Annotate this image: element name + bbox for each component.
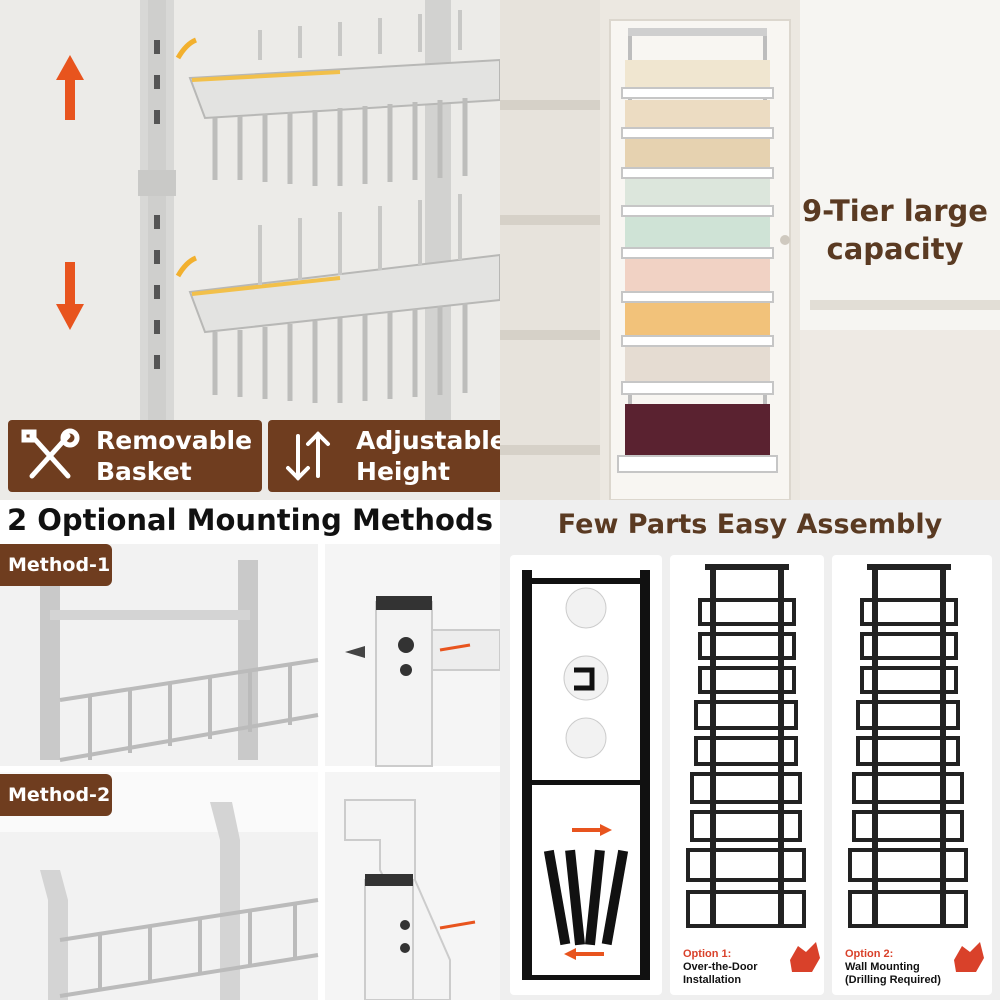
hook-arrow-upper-icon [175,37,198,60]
option-2-line1: Wall Mounting [845,961,920,973]
adjust-down-arrow-icon [56,262,84,330]
tools-icon [21,428,80,479]
capacity-caption: 9-Tier large capacity [800,192,990,268]
adjustable-line2: Height [356,457,451,486]
easy-assembly-title: Few Parts Easy Assembly [500,500,1000,550]
method-1-tag: Method-1 [0,544,112,586]
method-2-tag: Method-2 [0,774,112,816]
capacity-line1: 9-Tier large [802,194,988,228]
adjustable-baskets-panel: Removable Basket Adjustable Height [0,0,500,500]
capacity-line2: capacity [826,232,964,266]
adjustable-height-badge: Adjustable Height [268,420,500,492]
pantry-door-panel: 9-Tier large capacity [500,0,1000,500]
option-2-caption: Option 2: Wall Mounting (Drilling Requir… [845,948,941,987]
adjustable-line1: Adjustable [356,426,500,455]
adjust-up-arrow-icon [56,55,84,120]
mounting-illustrations [0,544,500,1000]
removable-line1: Removable [96,426,253,455]
assembly-illustrations [510,555,992,995]
mounting-methods-panel: Method-1 Method-2 [0,540,500,1000]
upper-basket [188,10,500,186]
option-2-line2: (Drilling Required) [845,974,941,986]
nine-tier-rack [617,28,778,473]
option-1-line2: Installation [683,974,742,986]
option-2-heading: Option 2: [845,948,894,960]
up-down-arrows-icon [286,431,331,481]
option-2-rack [848,564,968,928]
removable-line2: Basket [96,457,192,486]
lower-basket [188,194,500,403]
removable-basket-badge: Removable Basket [8,420,263,492]
pantry-door-photo [500,0,1000,500]
option-1-heading: Option 1: [683,948,732,960]
baskets-illustration [0,0,500,420]
option-1-rack [686,564,806,928]
thumbs-up-option2-icon [954,942,984,972]
thumbs-up-option1-icon [790,942,820,972]
hook-arrow-lower-icon [175,255,198,278]
easy-assembly-panel: Option 1: Over-the-Door Installation Opt… [500,550,1000,1000]
option-1-line1: Over-the-Door [683,961,758,973]
mounting-methods-title: 2 Optional Mounting Methods [0,500,500,540]
option-1-caption: Option 1: Over-the-Door Installation [683,948,758,987]
feature-badges: Removable Basket Adjustable Height [8,420,500,492]
